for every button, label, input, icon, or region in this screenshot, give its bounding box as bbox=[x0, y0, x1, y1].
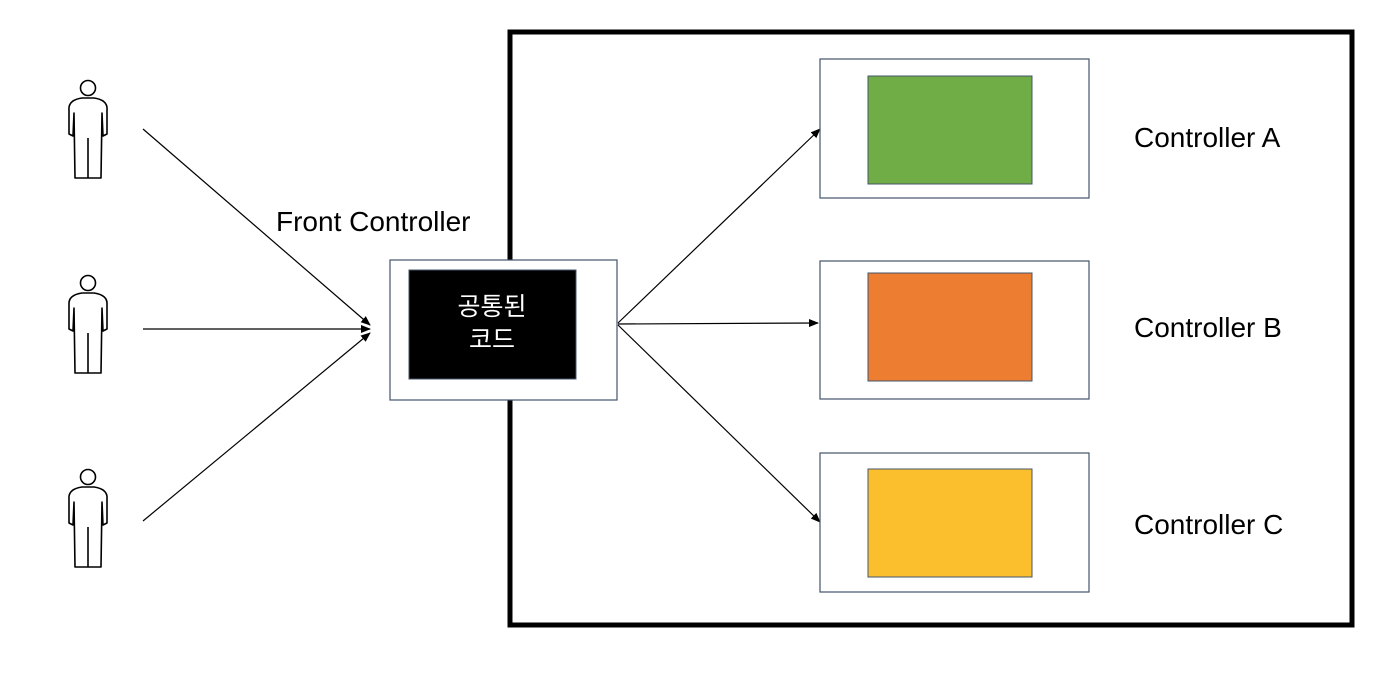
controller-a-label: Controller A bbox=[1134, 122, 1281, 153]
user-1-person-icon bbox=[68, 79, 108, 179]
controller-a-block bbox=[867, 75, 1033, 185]
user-2-person-icon bbox=[68, 274, 108, 374]
controller-c-block bbox=[867, 468, 1033, 578]
arrow-user1-to-front bbox=[142, 128, 371, 326]
front-controller-title: Front Controller bbox=[276, 206, 471, 237]
user-3-person-icon bbox=[68, 468, 108, 568]
arrow-front-to-controller-c bbox=[617, 324, 821, 523]
controller-b-block bbox=[867, 272, 1033, 382]
controller-c-label: Controller C bbox=[1134, 509, 1283, 540]
common-code-text-line1: 공통된 bbox=[457, 292, 526, 321]
arrow-front-to-controller-a bbox=[617, 128, 821, 324]
controller-b-label: Controller B bbox=[1134, 312, 1282, 343]
arrow-front-to-controller-b bbox=[617, 319, 819, 328]
common-code-text-line2: 코드 bbox=[469, 325, 515, 354]
arrow-user3-to-front bbox=[142, 332, 371, 522]
common-code-block bbox=[408, 269, 577, 380]
